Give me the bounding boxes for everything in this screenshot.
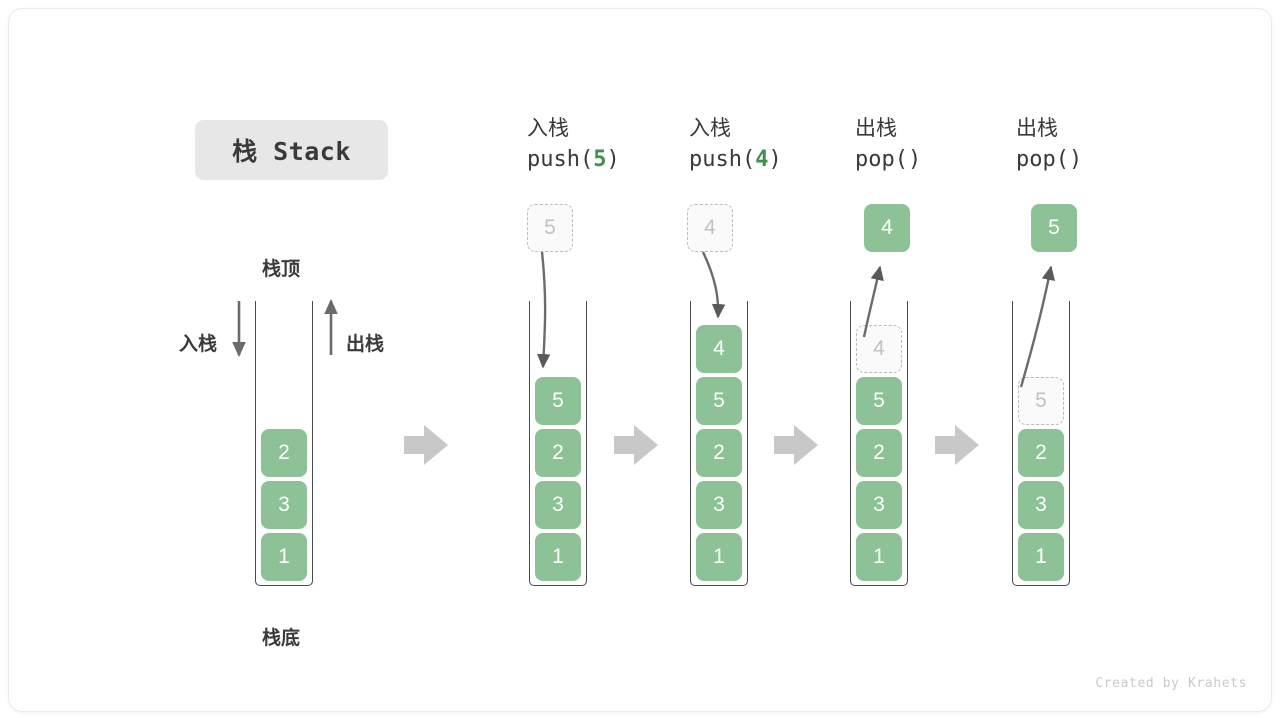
stack-cell: 5 [535,377,581,425]
column-header-code: pop() [1016,144,1176,176]
column-header-cn: 入栈 [689,117,731,140]
stack-cell: 3 [696,481,742,529]
stack-items-push-5: 5 2 3 1 [530,377,586,581]
stack-cell: 1 [696,533,742,581]
column-header-cn: 入栈 [527,117,569,140]
code-prefix: push( [689,147,756,172]
push-direction-label: 入栈 [179,334,218,355]
stack-container-push-4: 4 5 2 3 1 [690,301,748,586]
stack-container-push-5: 5 2 3 1 [529,301,587,586]
stack-cell: 4 [696,325,742,373]
pop-direction-label: 出栈 [346,334,385,355]
code-prefix: pop( [1016,147,1069,172]
transition-arrow-icon [935,425,979,465]
stack-cell: 2 [856,429,902,477]
code-suffix: ) [907,147,922,172]
stack-container-pop-2: 5 2 3 1 [1012,301,1070,586]
stack-cell-ghost: 5 [1018,377,1064,425]
code-prefix: push( [527,147,594,172]
column-header-pop-2: 出栈 pop() [1016,114,1176,176]
stack-cell: 5 [856,377,902,425]
stack-items-pop-1: 4 5 2 3 1 [851,325,907,581]
stack-items-push-4: 4 5 2 3 1 [691,325,747,581]
column-header-code: push(4) [689,144,849,176]
stack-cell: 3 [261,481,307,529]
incoming-element-box: 4 [687,204,733,252]
stack-cell: 1 [261,533,307,581]
stack-container-pop-1: 4 5 2 3 1 [850,301,908,586]
stack-cell: 1 [535,533,581,581]
column-header-code: push(5) [527,144,687,176]
stack-cell: 3 [856,481,902,529]
stack-cell: 1 [1018,533,1064,581]
stack-container-initial: 2 3 1 [255,301,313,586]
stack-items-pop-2: 5 2 3 1 [1013,377,1069,581]
code-suffix: ) [606,147,620,172]
stack-cell: 2 [696,429,742,477]
column-header-push-5: 入栈 push(5) [527,114,687,176]
column-header-cn: 出栈 [855,117,897,140]
stack-items-initial: 2 3 1 [256,429,312,581]
popped-element-box: 5 [1031,204,1077,252]
column-header-code: pop() [855,144,1015,176]
column-header-cn: 出栈 [1016,117,1058,140]
stack-cell-ghost: 4 [856,325,902,373]
stack-top-label: 栈顶 [262,259,301,280]
code-argument: 5 [593,147,607,172]
transition-arrow-icon [404,425,448,465]
code-argument: 4 [755,147,769,172]
popped-element-box: 4 [864,204,910,252]
stack-cell: 2 [1018,429,1064,477]
stack-cell: 3 [535,481,581,529]
transition-arrow-icon [614,425,658,465]
credit-text: Created by Krahets [1095,676,1247,691]
stack-cell: 1 [856,533,902,581]
stack-bottom-label: 栈底 [262,628,301,649]
code-suffix: ) [1068,147,1083,172]
diagram-title-chip: 栈 Stack [195,120,388,180]
incoming-element-box: 5 [527,204,573,252]
stack-cell: 2 [535,429,581,477]
transition-arrow-icon [774,425,818,465]
stack-cell: 2 [261,429,307,477]
code-suffix: ) [768,147,782,172]
column-header-push-4: 入栈 push(4) [689,114,849,176]
stack-cell: 3 [1018,481,1064,529]
column-header-pop-1: 出栈 pop() [855,114,1015,176]
stack-cell: 5 [696,377,742,425]
diagram-card: 栈 Stack 栈顶 栈底 入栈 出栈 2 3 1 入栈 push(5) 5 5… [8,8,1272,712]
code-prefix: pop( [855,147,908,172]
